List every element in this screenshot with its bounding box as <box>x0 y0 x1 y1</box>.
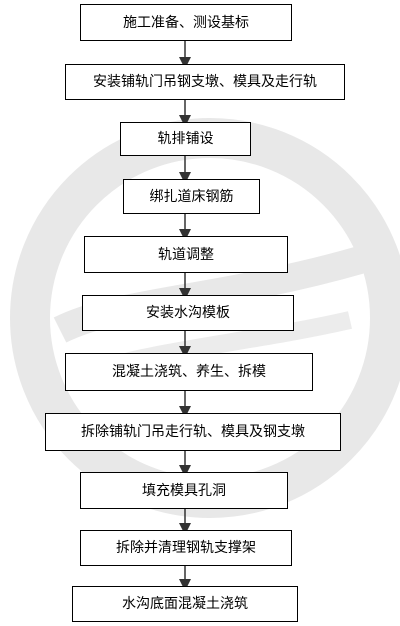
flow-step-6: 安装水沟模板 <box>82 295 294 331</box>
flow-step-4-label: 绑扎道床钢筋 <box>149 188 234 205</box>
flow-step-11: 水沟底面混凝土浇筑 <box>72 586 298 622</box>
flow-step-3-label: 轨排铺设 <box>157 131 214 147</box>
flow-step-5: 轨道调整 <box>84 236 288 273</box>
flow-step-1-label: 施工准备、测设基标 <box>123 14 249 31</box>
flow-step-8: 拆除铺轨门吊走行轨、模具及钢支墩 <box>45 413 341 451</box>
flow-step-11-label: 水沟底面混凝土浇筑 <box>122 596 248 612</box>
flow-step-6-label: 安装水沟模板 <box>146 305 230 321</box>
flow-step-5-label: 轨道调整 <box>158 246 214 263</box>
flow-step-2: 安装铺轨门吊钢支墩、模具及走行轨 <box>65 64 345 100</box>
flow-step-1: 施工准备、测设基标 <box>80 4 292 41</box>
flow-step-8-label: 拆除铺轨门吊走行轨、模具及钢支墩 <box>81 424 305 440</box>
flow-step-7-label: 混凝土浇筑、养生、拆模 <box>112 364 266 380</box>
flow-step-4: 绑扎道床钢筋 <box>123 179 260 214</box>
flow-step-3: 轨排铺设 <box>120 122 251 156</box>
flow-step-2-label: 安装铺轨门吊钢支墩、模具及走行轨 <box>93 74 317 90</box>
flow-step-9: 填充模具孔洞 <box>80 472 288 509</box>
flow-step-9-label: 填充模具孔洞 <box>142 482 226 499</box>
flow-step-7: 混凝土浇筑、养生、拆模 <box>65 353 313 391</box>
flow-step-10: 拆除并清理钢轨支撑架 <box>80 530 292 566</box>
flow-step-10-label: 拆除并清理钢轨支撑架 <box>116 540 256 556</box>
